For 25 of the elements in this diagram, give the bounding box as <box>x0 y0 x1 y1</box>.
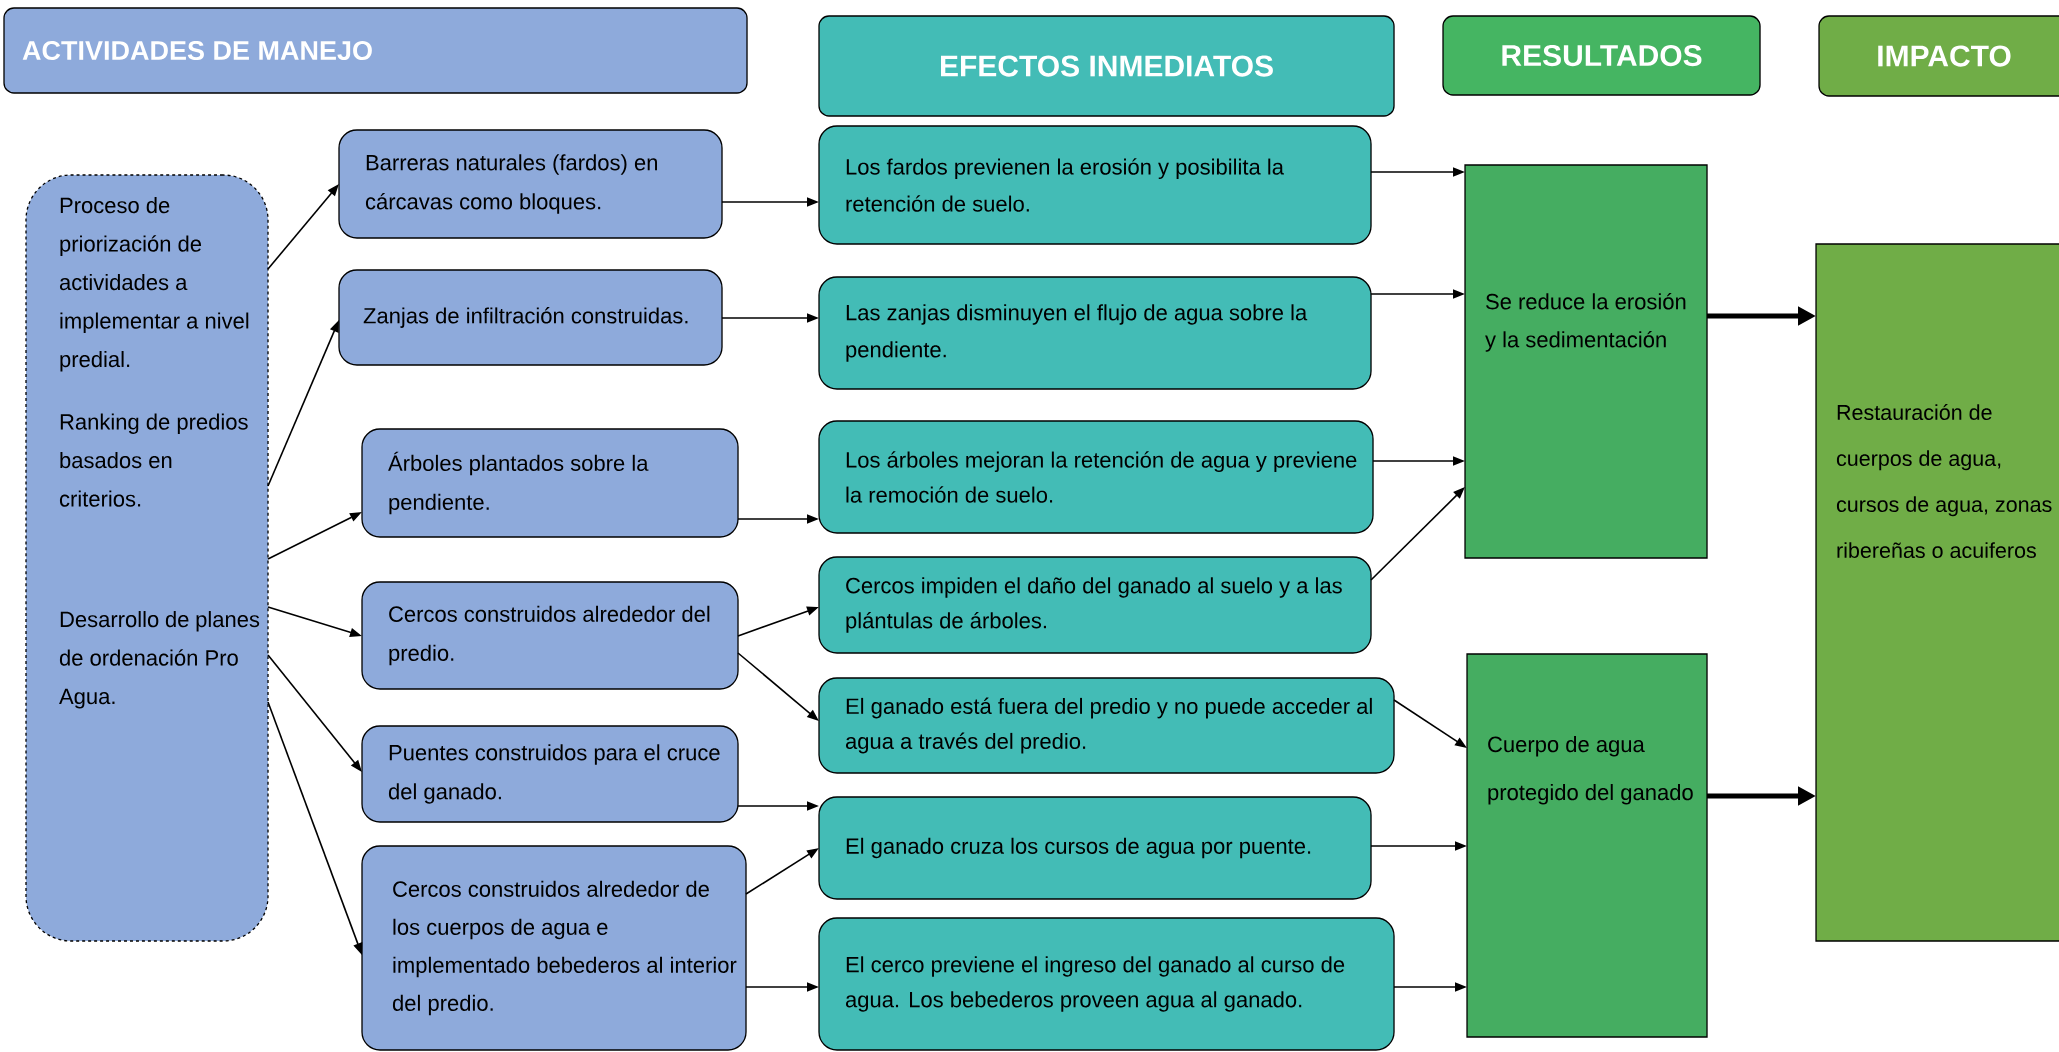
process-box: Proceso de priorización de actividades a implementar a nivel predial. Ranking de predios basados en criterios. Desarrollo de planes de ordenación Pro Agua. <box>25 174 269 942</box>
process-box: Puentes construidos para el cruce del ganado. <box>361 725 739 823</box>
arrow <box>267 654 362 772</box>
header-box: EFECTOS INMEDIATOS <box>818 15 1395 117</box>
process-box: Cercos construidos alrededor de los cuerpos de agua e implementado bebederos al interior del predio. <box>361 845 747 1051</box>
effect-box: Las zanjas disminuyen el flujo de agua sobre la pendiente. <box>818 276 1372 390</box>
effect-box: El ganado está fuera del predio y no puede acceder al agua a través del predio. <box>818 677 1395 774</box>
arrow <box>267 184 339 270</box>
result-box: Cuerpo de agua protegido del ganado <box>1466 653 1708 1038</box>
process-box: Zanjas de infiltración construidas. <box>338 269 723 366</box>
effect-box: El cerco previene el ingreso del ganado al curso de agua. Los bebederos proveen agua al ganado. <box>818 917 1395 1051</box>
arrow <box>1370 487 1465 581</box>
effect-box: El ganado cruza los cursos de agua por puente. <box>818 796 1372 900</box>
header-box: ACTIVIDADES DE MANEJO <box>3 7 748 94</box>
process-box: Árboles plantados sobre la pendiente. <box>361 428 739 538</box>
header-box: IMPACTO <box>1818 15 2059 97</box>
header-box: RESULTADOS <box>1442 15 1761 96</box>
impact-box: Restauración de cuerpos de agua, cursos de agua, zonas ribereñas o acuiferos <box>1815 243 2059 942</box>
effect-box: Los fardos previenen la erosión y posibilita la retención de suelo. <box>818 125 1372 245</box>
effect-box: Cercos impiden el daño del ganado al suelo y a las plántulas de árboles. <box>818 556 1372 654</box>
effect-box: Los árboles mejoran la retención de agua y previene la remoción de suelo. <box>818 420 1374 534</box>
process-box: Cercos construidos alrededor del predio. <box>361 581 739 690</box>
arrow <box>737 652 819 721</box>
result-box: Se reduce la erosión y la sedimentación <box>1464 164 1708 559</box>
process-box: Barreras naturales (fardos) en cárcavas como bloques. <box>338 129 723 239</box>
